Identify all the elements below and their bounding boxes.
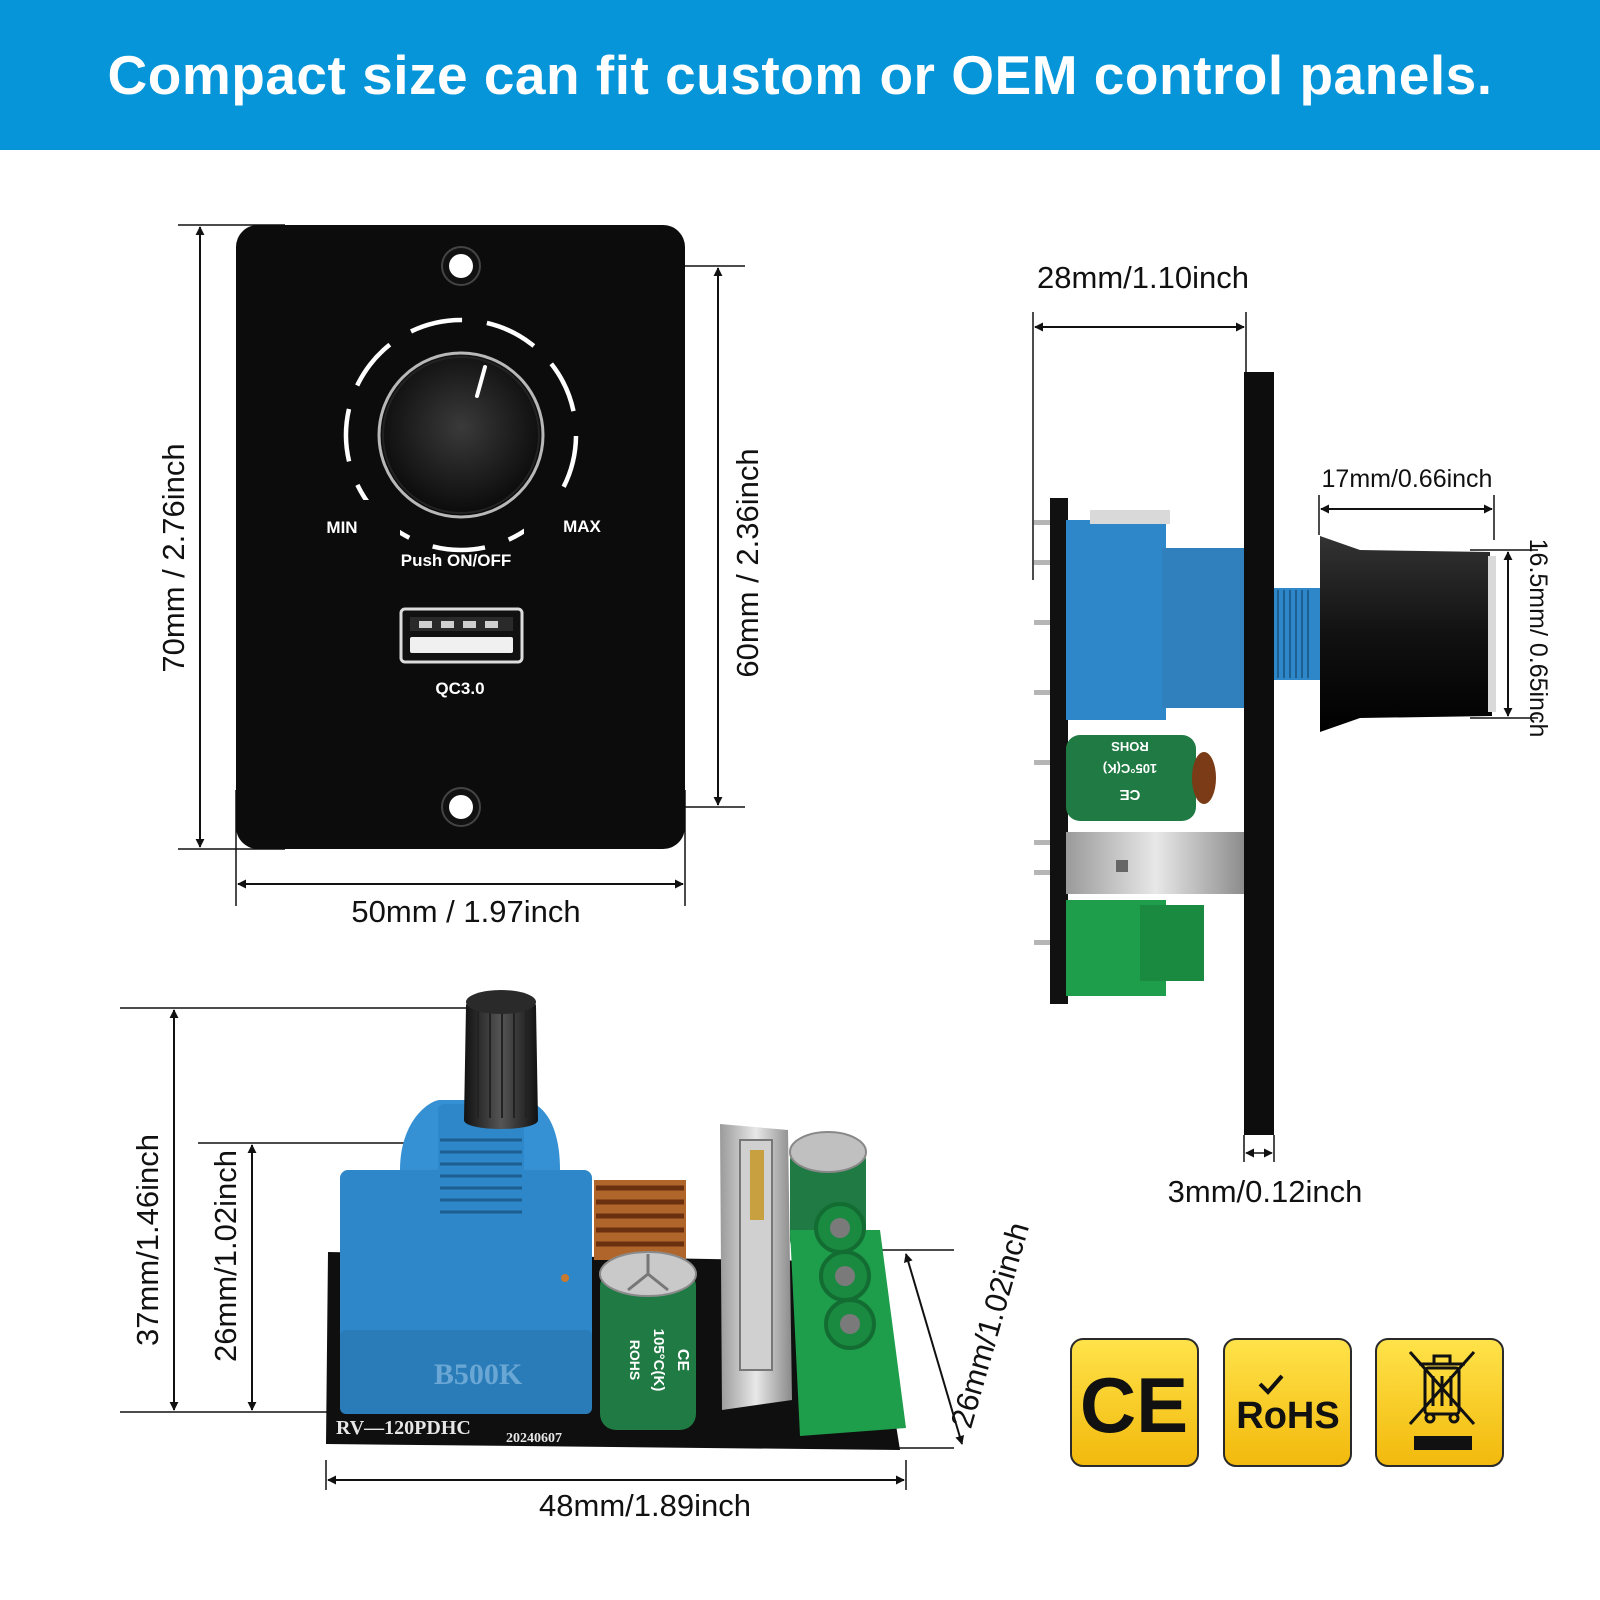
max-label: MAX (563, 517, 601, 536)
board-cap-text-2: ROHS (627, 1340, 643, 1380)
crossed-bin-icon (1408, 1351, 1476, 1425)
knob-diameter-label: 16.5mm/ 0.65inch (1524, 539, 1552, 738)
ce-text: CE (1080, 1361, 1188, 1449)
headline: Compact size can fit custom or OEM contr… (107, 44, 1493, 106)
front-panel-plate (236, 225, 685, 849)
rohs-check-icon (1258, 1374, 1284, 1395)
side-cap-text-1: 105°C(K) (1103, 761, 1157, 776)
knob-length-label: 17mm/0.66inch (1322, 465, 1493, 493)
side-mount-plate (1244, 372, 1274, 1135)
weee-badge (1375, 1338, 1504, 1467)
board-cap-text-0: CE (674, 1349, 691, 1372)
header-banner: Compact size can fit custom or OEM contr… (0, 0, 1600, 150)
side-pot-body (1066, 520, 1166, 720)
push-label: Push ON/OFF (401, 551, 512, 570)
knob-indicator (475, 365, 487, 398)
rohs-badge (1223, 1338, 1352, 1467)
depth-label: 28mm/1.10inch (1037, 260, 1249, 295)
certification-badges: CE RoHS (1070, 1338, 1504, 1467)
usb-label: QC3.0 (435, 679, 484, 698)
pot-marking: B500K (434, 1358, 523, 1391)
hole-spacing-label: 60mm / 2.36inch (730, 448, 765, 677)
side-knob (1320, 536, 1492, 732)
date-code: 20240607 (506, 1431, 562, 1446)
board-cap-text-1: 105°C(K) (650, 1329, 667, 1392)
board-width-label: 48mm/1.89inch (539, 1488, 751, 1523)
rohs-text: RoHS (1236, 1395, 1339, 1437)
side-cap-text-2: ROHS (1111, 739, 1149, 754)
control-knob (377, 351, 545, 519)
board-marking: RV—120PDHC (336, 1417, 471, 1439)
plate-thickness-label: 3mm/0.12inch (1168, 1174, 1363, 1209)
weee-bar (1414, 1436, 1472, 1450)
board-body-height-label: 26mm/1.02inch (208, 1150, 243, 1362)
front-width-label: 50mm / 1.97inch (351, 894, 580, 929)
side-cap-text-0: CE (1120, 786, 1141, 803)
board-capacitor: CE 105°C(K) ROHS (599, 1251, 697, 1430)
board-inductor (594, 1180, 686, 1260)
usb-port (399, 607, 524, 664)
terminal-height-label: 26mm/1.02inch (944, 1218, 1036, 1431)
board-potentiometer: B500K (340, 990, 592, 1414)
side-usb-shell (1066, 832, 1246, 894)
min-label: MIN (326, 518, 357, 537)
board-view: CE 105°C(K) ROHS (120, 990, 1036, 1523)
ce-badge (1070, 1338, 1199, 1467)
front-view: MIN MAX Push ON/OFF QC3.0 70mm / 2.76inc… (156, 224, 765, 929)
front-height-label: 70mm / 2.76inch (156, 443, 191, 672)
side-view: 105°C(K) CE ROHS 28mm/1.10inch 17mm/0.66… (1032, 260, 1552, 1209)
board-total-height-label: 37mm/1.46inch (130, 1134, 165, 1346)
side-pcb (1050, 498, 1068, 1004)
side-capacitor (1066, 735, 1196, 821)
